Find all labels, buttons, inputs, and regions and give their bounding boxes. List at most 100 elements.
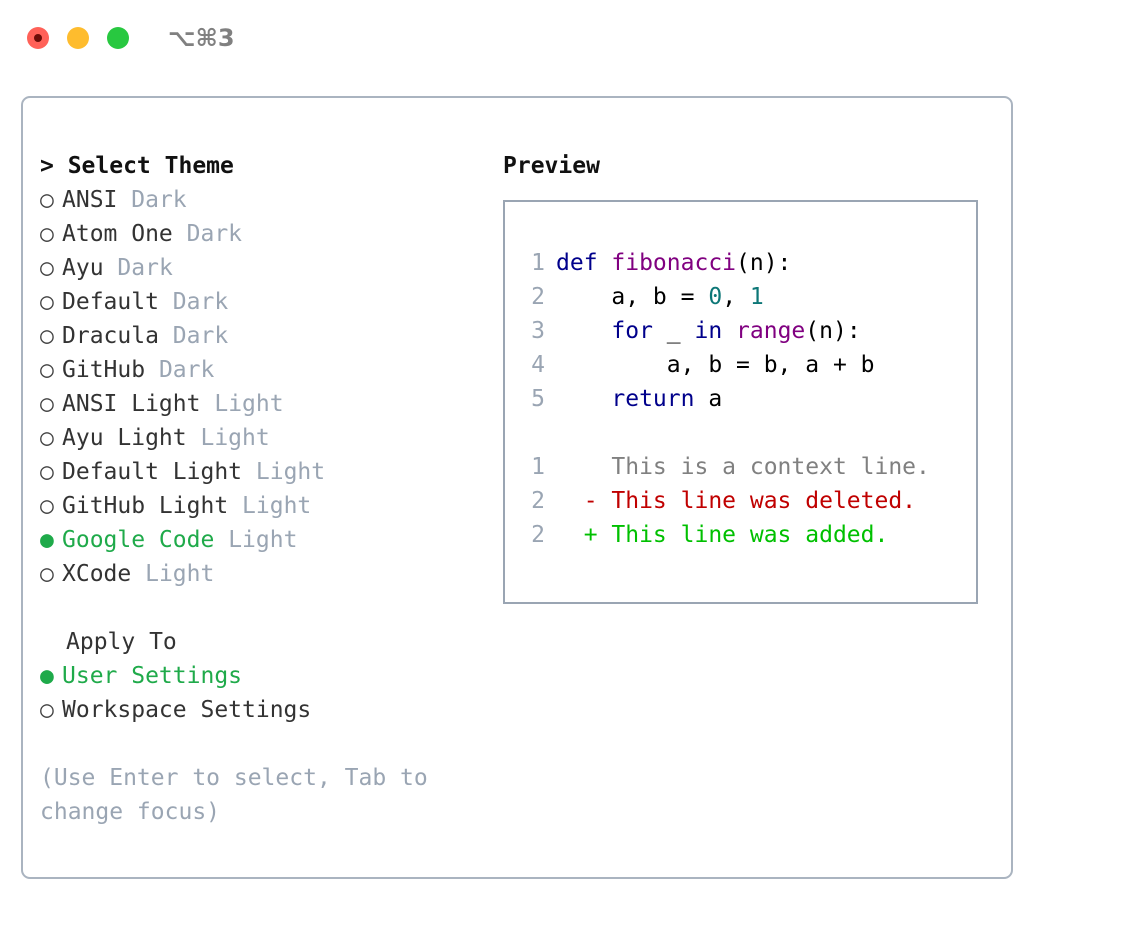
theme-option-ansi[interactable]: ○ANSI Dark (40, 183, 490, 217)
diff-line-text: This is a context line. (556, 454, 930, 480)
label-gap (159, 323, 173, 349)
label-gap (104, 255, 118, 281)
theme-option-label: ANSI (62, 187, 118, 213)
label-gap (145, 357, 159, 383)
line-number: 1 (531, 454, 545, 480)
radio-unselected-icon: ○ (40, 221, 54, 247)
recording-indicator-dot (34, 34, 42, 42)
theme-variant-tag: Dark (131, 187, 187, 213)
apply-to-option-label: Workspace Settings (62, 697, 312, 723)
apply-to-option-workspace-settings[interactable]: ○ Workspace Settings (40, 693, 490, 727)
theme-variant-tag: Light (242, 493, 312, 519)
maximize-window-button[interactable] (107, 27, 129, 49)
theme-variant-tag: Light (214, 391, 284, 417)
diff-line-text: - This line was deleted. (556, 488, 917, 514)
radio-selected-icon: ● (40, 663, 54, 689)
label-gap (159, 289, 173, 315)
diff-line-text: + This line was added. (556, 522, 889, 548)
diff-line-ctx: 1 This is a context line. (505, 450, 976, 484)
apply-to-option-list[interactable]: ●User Settings ○ Workspace Settings (40, 659, 490, 727)
radio-unselected-icon: ○ (40, 425, 54, 451)
radio-unselected-icon: ○ (40, 357, 54, 383)
theme-option-github[interactable]: ○ GitHub Dark (40, 353, 490, 387)
theme-variant-tag: Dark (172, 289, 229, 315)
preview-heading: Preview (503, 153, 600, 179)
theme-option-label: GitHub (62, 357, 146, 383)
label-gap (214, 527, 228, 553)
theme-option-label: Default Light (62, 459, 243, 485)
preview-spacer (505, 416, 976, 450)
theme-option-default[interactable]: ○ Default Dark (40, 285, 490, 319)
code-token-plain: a, b = (556, 284, 709, 310)
theme-option-label: Ayu (62, 255, 104, 281)
theme-option-label: Default (62, 289, 159, 315)
radio-unselected-icon: ○ (40, 289, 54, 315)
diff-line-add: 2 + This line was added. (505, 518, 976, 552)
theme-option-dracula[interactable]: ○Dracula Dark (40, 319, 490, 353)
radio-unselected-icon: ○ (40, 323, 54, 349)
theme-option-label: Ayu Light (62, 425, 187, 451)
minimize-window-button[interactable] (67, 27, 89, 49)
title-bar: ⌥⌘3 (0, 0, 1140, 76)
line-number: 2 (531, 522, 545, 548)
line-number: 5 (531, 386, 545, 412)
theme-variant-tag: Dark (117, 255, 173, 281)
theme-option-atom-one[interactable]: ○Atom One Dark (40, 217, 490, 251)
label-gap (242, 459, 256, 485)
line-number: 2 (531, 488, 545, 514)
line-number: 2 (531, 284, 545, 310)
theme-option-ayu-light[interactable]: ○Ayu Light Light (40, 421, 490, 455)
code-token-punc: (n): (805, 318, 861, 344)
label-gap (200, 391, 214, 417)
code-token-num: 0 (708, 284, 723, 310)
theme-option-list[interactable]: ○ANSI Dark○Atom One Dark○Ayu Dark○Defaul… (40, 183, 490, 591)
code-token-plain (556, 386, 611, 412)
label-gap (131, 561, 145, 587)
radio-selected-icon: ● (40, 527, 54, 553)
code-token-plain (722, 318, 736, 344)
theme-option-label: Google Code (62, 527, 215, 553)
code-token-plain: _ (652, 318, 695, 344)
theme-option-default-light[interactable]: ○ Default Light Light (40, 455, 490, 489)
keyboard-shortcut-label: ⌥⌘3 (168, 24, 235, 52)
theme-option-google-code[interactable]: ●Google Code Light (40, 523, 490, 557)
theme-variant-tag: Dark (158, 357, 215, 383)
diff-line-del: 2 - This line was deleted. (505, 484, 976, 518)
theme-option-ayu[interactable]: ○ Ayu Dark (40, 251, 490, 285)
code-token-fn: range (736, 318, 806, 344)
apply-to-heading: Apply To (66, 629, 177, 655)
code-token-plain: , (722, 284, 750, 310)
theme-option-label: ANSI Light (62, 391, 201, 417)
theme-variant-tag: Light (255, 459, 326, 485)
apply-to-section: Apply To ●User Settings ○ Workspace Settin… (40, 625, 490, 727)
keyboard-hint-text: (Use Enter to select, Tab to change focu… (40, 765, 428, 825)
code-line: 2 a, b = 0, 1 (505, 280, 976, 314)
theme-option-github-light[interactable]: ○GitHub Light Light (40, 489, 490, 523)
theme-option-ansi-light[interactable]: ○ ANSI Light Light (40, 387, 490, 421)
select-theme-heading: > Select Theme (40, 153, 234, 179)
code-token-fn: fibonacci (611, 250, 737, 276)
label-gap (187, 425, 201, 451)
label-gap (117, 187, 131, 213)
diff-sample: 1 This is a context line.2 - This line w… (505, 450, 976, 552)
code-line: 5 return a (505, 382, 976, 416)
line-number: 4 (531, 352, 545, 378)
apply-to-option-user-settings[interactable]: ●User Settings (40, 659, 490, 693)
code-line: 3 for _ in range(n): (505, 314, 976, 348)
radio-unselected-icon: ○ (40, 697, 54, 723)
theme-option-label: GitHub Light (62, 493, 229, 519)
theme-variant-tag: Dark (172, 323, 229, 349)
theme-option-xcode[interactable]: ○XCode Light (40, 557, 490, 591)
theme-variant-tag: Light (145, 561, 215, 587)
theme-option-label: XCode (62, 561, 132, 587)
radio-unselected-icon: ○ (40, 255, 54, 281)
radio-unselected-icon: ○ (40, 459, 54, 485)
theme-selector-panel: > Select Theme ○ANSI Dark○Atom One Dark○… (21, 96, 1013, 879)
theme-list-column: > Select Theme ○ANSI Dark○Atom One Dark○… (40, 149, 490, 829)
line-number: 3 (531, 318, 545, 344)
radio-unselected-icon: ○ (40, 391, 54, 417)
